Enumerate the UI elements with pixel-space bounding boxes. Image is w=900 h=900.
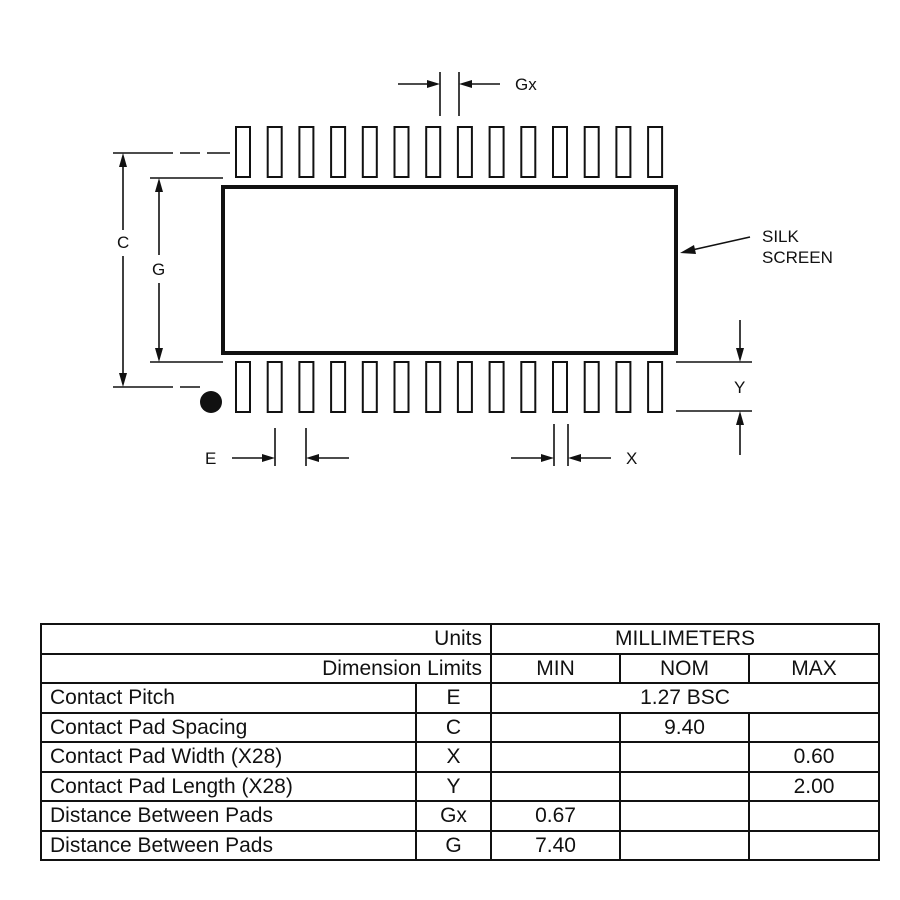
y-dimension: Y (676, 320, 752, 455)
g-dimension: G (150, 177, 223, 363)
gx-label: Gx (515, 75, 537, 94)
land-pattern-drawing: Gx C G SILK SCREEN Y (113, 72, 833, 468)
dimension-limits-label: Dimension Limits (39, 652, 493, 684)
c-label: C (117, 233, 129, 252)
row-symbol: C (414, 711, 493, 743)
row-nom (619, 800, 751, 832)
units-row: Units MILLIMETERS (39, 623, 881, 655)
row-max: 2.00 (748, 770, 881, 802)
silk-label-line2: SCREEN (762, 248, 833, 267)
row-name: Contact Pad Spacing (40, 711, 417, 743)
row-symbol: G (414, 829, 493, 861)
dimensions-table: Units MILLIMETERS Dimension Limits MIN N… (39, 623, 881, 861)
pin1-marker (200, 391, 222, 413)
units-value: MILLIMETERS (490, 623, 881, 655)
row-nom: 9.40 (619, 711, 751, 743)
row-nom (619, 741, 751, 773)
row-symbol: X (414, 741, 493, 773)
table-row: Distance Between Pads G 7.40 (40, 829, 881, 861)
bottom-pad (425, 361, 442, 413)
e-label: E (205, 449, 216, 468)
bottom-pad (520, 361, 537, 413)
bottom-pad (298, 361, 315, 413)
row-max: 0.60 (748, 741, 881, 773)
col-min-header: MIN (490, 652, 622, 684)
y-label: Y (734, 378, 745, 397)
g-label: G (152, 260, 165, 279)
bottom-pad (235, 361, 251, 413)
bottom-pad (647, 361, 664, 413)
col-max-header: MAX (748, 652, 881, 684)
row-name: Contact Pad Length (X28) (40, 770, 417, 802)
row-max (748, 829, 881, 861)
bottom-pad (361, 361, 378, 413)
x-label: X (626, 449, 637, 468)
table-row: Contact Pad Length (X28) Y 2.00 (40, 770, 881, 802)
top-pad (583, 126, 600, 178)
table-row: Contact Pitch E 1.27 BSC (40, 682, 881, 714)
gx-dimension: Gx (398, 72, 537, 116)
e-dimension: E (205, 428, 349, 468)
silk-label-line1: SILK (762, 227, 800, 246)
table-row: Distance Between Pads Gx 0.67 (40, 800, 881, 832)
bottom-pad (583, 361, 600, 413)
bottom-pad (330, 361, 347, 413)
top-pad (330, 126, 347, 178)
row-nom (619, 770, 751, 802)
silk-screen-callout: SILK SCREEN (680, 227, 833, 267)
top-pad (393, 126, 410, 178)
top-pad (647, 126, 664, 178)
top-pad (552, 126, 568, 178)
row-name: Distance Between Pads (40, 800, 417, 832)
top-pad (488, 126, 505, 178)
units-label: Units (39, 623, 493, 655)
top-pad (456, 126, 473, 178)
top-pad (615, 126, 632, 178)
c-dimension: C (113, 152, 230, 388)
bottom-pad (552, 361, 568, 413)
row-symbol: Y (414, 770, 493, 802)
row-nom (619, 829, 751, 861)
row-max (748, 711, 881, 743)
row-nom: 1.27 BSC (490, 682, 881, 714)
row-name: Contact Pad Width (X28) (40, 741, 417, 773)
top-pad (425, 126, 442, 178)
top-pad-row (235, 126, 664, 178)
table-row: Contact Pad Width (X28) X 0.60 (40, 741, 881, 773)
bottom-pad (393, 361, 410, 413)
top-pad (298, 126, 315, 178)
col-nom-header: NOM (619, 652, 751, 684)
row-min: 7.40 (490, 829, 622, 861)
top-pad (520, 126, 537, 178)
row-min (490, 770, 622, 802)
bottom-pad-row (235, 361, 664, 413)
row-min: 0.67 (490, 800, 622, 832)
top-pad (361, 126, 378, 178)
bottom-pad (266, 361, 283, 413)
table-row: Contact Pad Spacing C 9.40 (40, 711, 881, 743)
row-symbol: Gx (414, 800, 493, 832)
row-min (490, 711, 622, 743)
limits-row: Dimension Limits MIN NOM MAX (39, 652, 881, 684)
bottom-pad (456, 361, 473, 413)
top-pad (235, 126, 251, 178)
x-dimension: X (511, 424, 637, 468)
row-max (748, 800, 881, 832)
bottom-pad (615, 361, 632, 413)
row-name: Contact Pitch (40, 682, 417, 714)
row-min (490, 741, 622, 773)
silk-screen-outline (221, 185, 678, 355)
top-pad (266, 126, 283, 178)
row-name: Distance Between Pads (40, 829, 417, 861)
row-symbol: E (414, 682, 493, 714)
bottom-pad (488, 361, 505, 413)
